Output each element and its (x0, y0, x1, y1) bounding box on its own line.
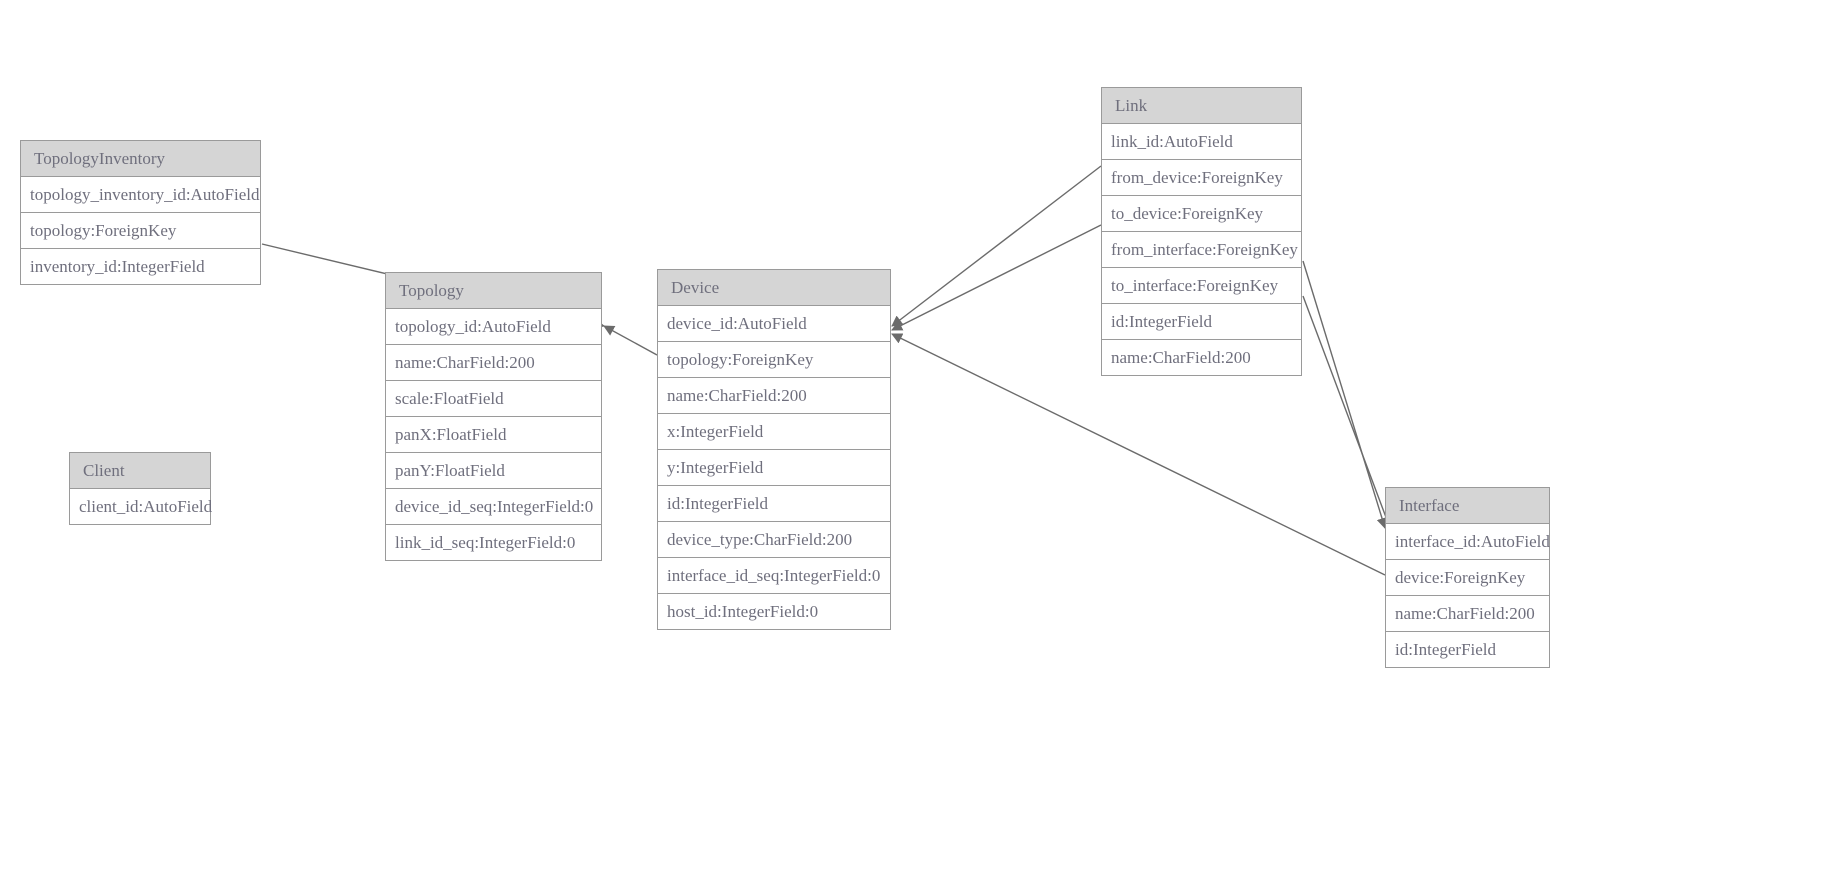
entity-field[interactable]: to_interface:ForeignKey (1102, 268, 1301, 304)
entity-field[interactable]: inventory_id:IntegerField (21, 249, 260, 284)
entity-field[interactable]: panX:FloatField (386, 417, 601, 453)
entity-field[interactable]: topology_id:AutoField (386, 309, 601, 345)
relationship-link-to-interface (1302, 295, 1392, 529)
entity-title-device: Device (658, 270, 890, 306)
entity-field[interactable]: y:IntegerField (658, 450, 890, 486)
entity-title-topology: Topology (386, 273, 601, 309)
entity-field[interactable]: device_id_seq:IntegerField:0 (386, 489, 601, 525)
entity-field[interactable]: topology_inventory_id:AutoField (21, 177, 260, 213)
entity-field[interactable]: device:ForeignKey (1386, 560, 1549, 596)
entity-title-interface: Interface (1386, 488, 1549, 524)
entity-field[interactable]: id:IntegerField (1386, 632, 1549, 667)
entity-field[interactable]: name:CharField:200 (658, 378, 890, 414)
entity-title-link: Link (1102, 88, 1301, 124)
relationship-link-from-interface (1302, 260, 1388, 529)
entity-title-topology_inventory: TopologyInventory (21, 141, 260, 177)
relationship-link-to-device (891, 224, 1102, 331)
entity-field[interactable]: scale:FloatField (386, 381, 601, 417)
entity-field[interactable]: interface_id:AutoField (1386, 524, 1550, 560)
entity-field[interactable]: link_id_seq:IntegerField:0 (386, 525, 601, 560)
entity-field[interactable]: topology:ForeignKey (21, 213, 260, 249)
entity-field[interactable]: device_id:AutoField (658, 306, 890, 342)
entity-field[interactable]: topology:ForeignKey (658, 342, 890, 378)
entity-field[interactable]: x:IntegerField (658, 414, 890, 450)
entity-title-client: Client (70, 453, 210, 489)
entity-field[interactable]: name:CharField:200 (1102, 340, 1301, 375)
entity-field[interactable]: from_device:ForeignKey (1102, 160, 1301, 196)
entity-field[interactable]: id:IntegerField (1102, 304, 1301, 340)
entity-field[interactable]: interface_id_seq:IntegerField:0 (658, 558, 890, 594)
entity-field[interactable]: name:CharField:200 (1386, 596, 1549, 632)
entity-field[interactable]: to_device:ForeignKey (1102, 196, 1301, 232)
entity-field[interactable]: from_interface:ForeignKey (1102, 232, 1301, 268)
entity-field[interactable]: client_id:AutoField (70, 489, 212, 524)
entity-field[interactable]: host_id:IntegerField:0 (658, 594, 890, 629)
entity-field[interactable]: link_id:AutoField (1102, 124, 1301, 160)
entity-field[interactable]: name:CharField:200 (386, 345, 601, 381)
relationship-device-topology (603, 325, 658, 356)
entity-field[interactable]: device_type:CharField:200 (658, 522, 890, 558)
entity-field[interactable]: id:IntegerField (658, 486, 890, 522)
relationship-link-from-device (891, 165, 1102, 327)
entity-field[interactable]: panY:FloatField (386, 453, 601, 489)
